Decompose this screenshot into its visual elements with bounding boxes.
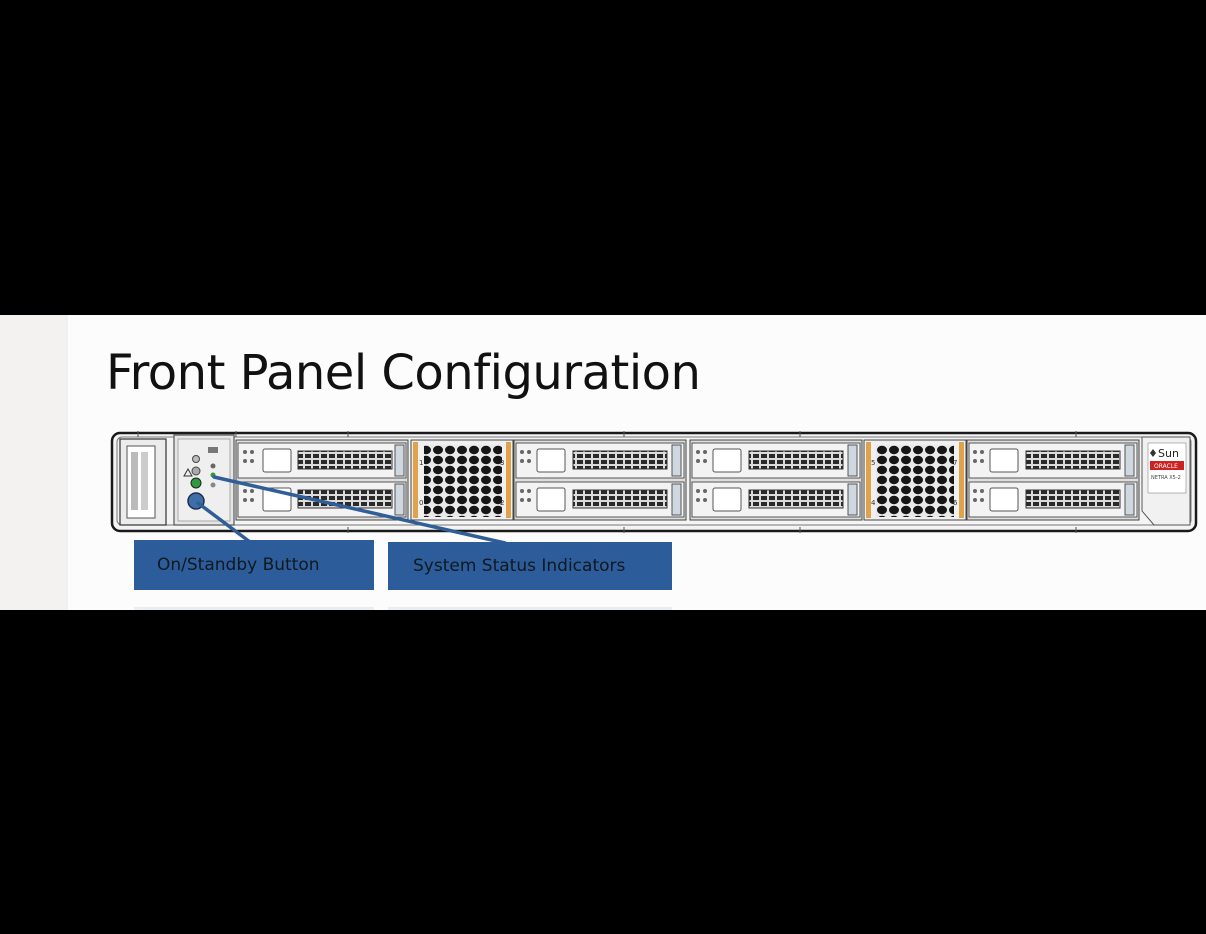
leader-line-power — [196, 501, 252, 544]
bay-number: 1 — [419, 459, 423, 467]
drive-bay — [515, 481, 685, 518]
sun-logo: Sun — [1158, 447, 1179, 460]
oracle-logo: ORACLE — [1154, 463, 1178, 470]
service-led-icon — [191, 466, 201, 476]
drive-bay — [691, 442, 861, 479]
model-label: NETRA X5-2 — [1151, 475, 1181, 481]
drive-bay — [691, 481, 861, 518]
sun-logo-icon — [1150, 449, 1156, 457]
drive-group-2 — [513, 439, 687, 521]
left-rack-ear — [119, 438, 167, 526]
bay-number: 7 — [953, 459, 957, 467]
warning-icon — [183, 467, 193, 477]
slide-sidebar — [0, 315, 68, 610]
drive-bay — [515, 442, 685, 479]
indicator-dot-icon — [210, 482, 216, 488]
callout-shadow — [388, 607, 672, 610]
drive-bay — [237, 442, 407, 479]
callout-power-button: On/Standby Button — [134, 540, 374, 590]
bay-number: 4 — [871, 499, 876, 507]
callout-shadow — [134, 607, 374, 610]
slide: Front Panel Configuration — [0, 315, 1206, 610]
drive-bay — [968, 442, 1138, 479]
indicator-dot-icon — [210, 463, 216, 469]
drive-group-3 — [689, 439, 863, 521]
bay-number: 3 — [500, 459, 504, 467]
bezel-ticks — [137, 431, 1077, 533]
fan-grille-1 — [410, 439, 514, 521]
drive-group-4 — [966, 439, 1140, 521]
page-title: Front Panel Configuration — [106, 345, 701, 401]
status-led-green-icon — [190, 477, 202, 489]
drive-bay — [968, 481, 1138, 518]
fan-grille-2 — [863, 439, 967, 521]
bay-number: 2 — [500, 499, 504, 507]
server-front-panel: 1 0 3 2 5 4 7 6 Sun ORACLE NETRA X5-2 — [110, 431, 1198, 545]
right-rack-ear: Sun ORACLE NETRA X5-2 — [1141, 436, 1191, 526]
bay-number: 0 — [419, 499, 423, 507]
chassis-inner — [116, 436, 1192, 526]
bay-number: 6 — [953, 499, 958, 507]
drive-group-1 — [235, 439, 409, 521]
bay-number: 5 — [871, 459, 875, 467]
callout-status-indicators: System Status Indicators — [388, 542, 672, 590]
leader-line-status — [212, 475, 507, 545]
locator-led-icon — [192, 455, 200, 463]
